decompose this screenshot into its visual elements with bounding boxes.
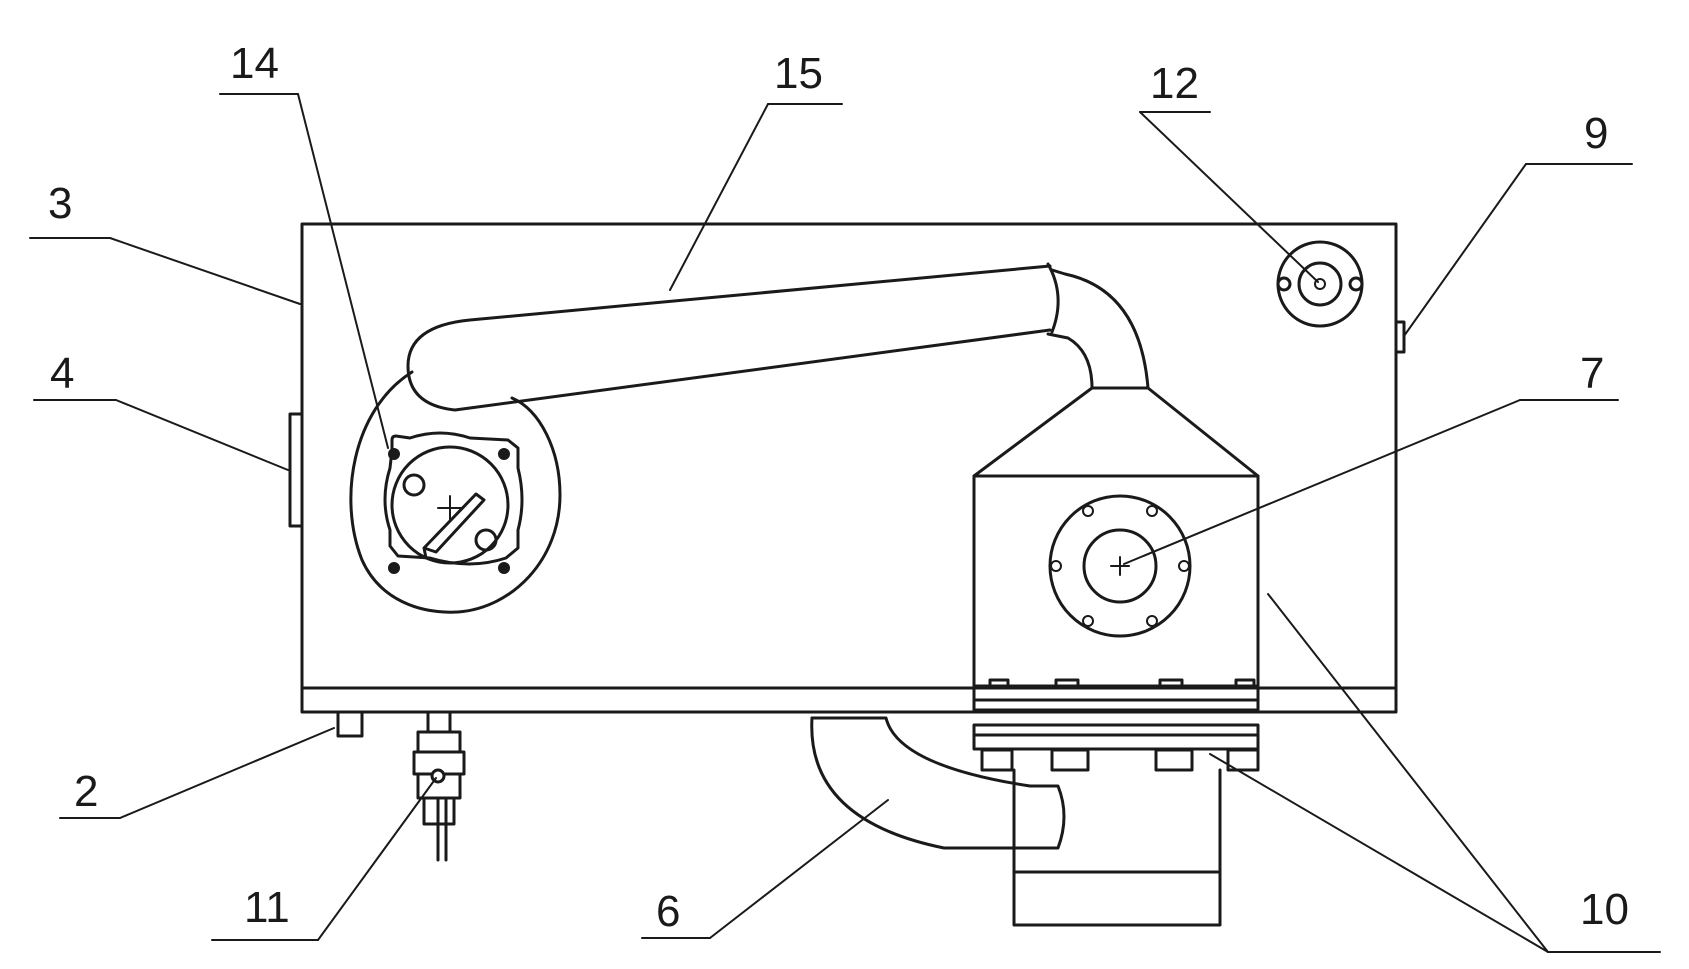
leader-9 (1403, 163, 1527, 337)
leader-15 (669, 103, 769, 291)
label-4: 4 (50, 349, 74, 398)
pump-port (474, 528, 498, 552)
pump-bolt (498, 562, 510, 574)
main-housing (300, 222, 1398, 714)
flange-stack (972, 678, 1260, 772)
pipe-15 (406, 262, 1150, 412)
leader-2 (119, 727, 335, 819)
label-9: 9 (1584, 109, 1608, 158)
leader-3 (109, 237, 301, 305)
label-11: 11 (244, 883, 290, 932)
leader-10 (1267, 593, 1549, 953)
chamber-unit (972, 386, 1260, 688)
label-2: 2 (74, 767, 98, 816)
leader-12 (1139, 111, 1319, 283)
label-7: 7 (1580, 349, 1604, 398)
leader-6 (709, 799, 889, 939)
leader-14 (297, 93, 389, 449)
valve-11 (412, 710, 466, 862)
leader-4 (115, 399, 289, 471)
label-14: 14 (230, 39, 279, 88)
pump-port (402, 473, 426, 497)
pump-bolt (388, 448, 400, 460)
leader-lines (29, 93, 1661, 953)
label-12: 12 (1150, 59, 1199, 108)
side-flange (288, 412, 304, 528)
pump-bolt (388, 562, 400, 574)
pump-unit (349, 370, 562, 614)
leader-7 (1123, 399, 1521, 565)
side-fitting (1394, 320, 1406, 354)
leader-10 (1209, 753, 1549, 953)
drain-fitting (336, 710, 364, 738)
leader-11 (317, 777, 437, 941)
label-10: 10 (1580, 885, 1629, 934)
part-labels: 2 3 4 6 7 9 10 11 12 14 15 (48, 39, 1629, 936)
label-15: 15 (774, 49, 823, 98)
pump-bolt (498, 448, 510, 460)
pump-flange-ring (390, 445, 510, 565)
label-3: 3 (48, 179, 72, 228)
label-6: 6 (656, 887, 680, 936)
chamber-flange-inner (1082, 528, 1158, 604)
elbow-pipe-6 (810, 716, 1066, 850)
pump-lever (422, 492, 486, 560)
gauge-12 (1276, 240, 1364, 328)
